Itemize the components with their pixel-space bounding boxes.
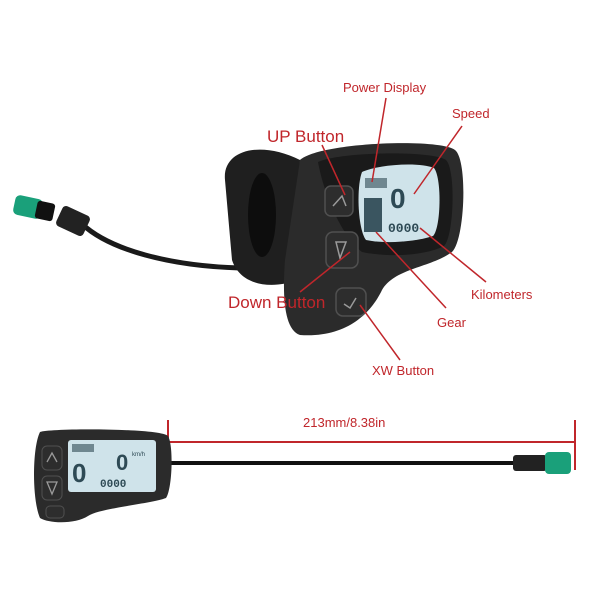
up-button-bottom[interactable] xyxy=(41,445,63,471)
lcd-screen-bottom: 0 0 km/h 0000 xyxy=(68,440,156,492)
up-button-shape[interactable] xyxy=(324,185,354,217)
gear-digit-bottom: 0 xyxy=(72,458,86,488)
xw-button-label: XW Button xyxy=(372,363,435,378)
dimension-label: 213mm/8.38in xyxy=(303,415,386,430)
xw-button-shape[interactable] xyxy=(335,287,367,317)
lcd-screen-top: 0 0000 xyxy=(358,164,440,243)
speed-digit-top: 0 xyxy=(390,183,406,214)
power-bar-icon xyxy=(365,178,387,188)
power-display-label: Power Display xyxy=(343,80,427,95)
top-connector xyxy=(13,195,90,236)
odo-digits-bottom: 0000 xyxy=(100,479,126,491)
up-arrow-icon-bottom xyxy=(46,451,58,463)
top-cable xyxy=(80,222,241,271)
unit-bottom: km/h xyxy=(132,452,145,458)
down-button-shape[interactable] xyxy=(325,231,359,269)
up-button-label: UP Button xyxy=(267,127,345,146)
down-button-bottom[interactable] xyxy=(41,475,63,501)
down-arrow-icon-bottom xyxy=(46,481,58,496)
gear-segment xyxy=(364,198,382,232)
speed-digit-bottom: 0 xyxy=(116,450,128,475)
handlebar-clamp xyxy=(224,149,300,285)
down-arrow-icon xyxy=(335,241,348,261)
speed-label: Speed xyxy=(452,106,490,121)
annotation-lines xyxy=(299,97,487,361)
kilometers-label: Kilometers xyxy=(471,287,533,302)
odo-digits-top: 0000 xyxy=(388,221,419,236)
up-arrow-icon xyxy=(332,194,347,207)
bottom-connector xyxy=(513,452,571,474)
gear-label: Gear xyxy=(437,315,466,330)
power-bar-icon-bottom xyxy=(72,444,94,452)
xw-button-bottom[interactable] xyxy=(45,505,65,519)
xw-check-icon xyxy=(343,297,357,310)
down-button-label: Down Button xyxy=(228,293,326,312)
